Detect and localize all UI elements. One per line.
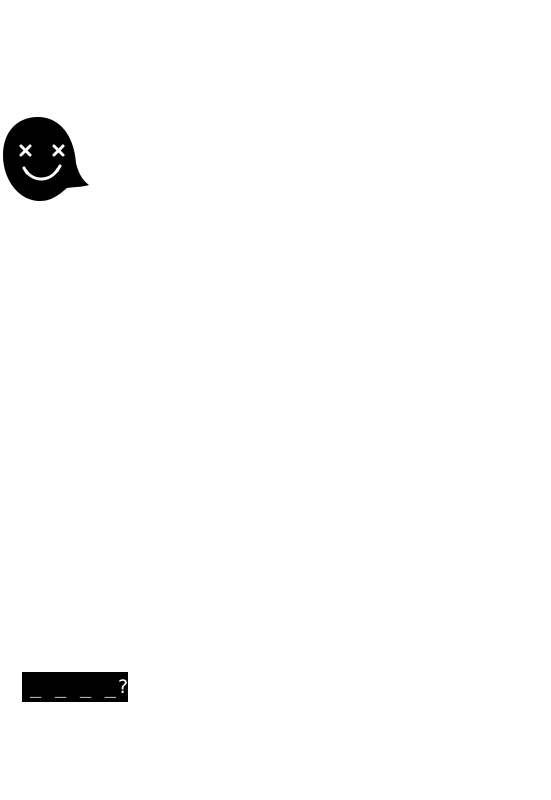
blank-badge-text: _ _ _ _?: [30, 676, 130, 698]
dizzy-smiley-ghost-icon: [0, 113, 92, 205]
blank-badge: _ _ _ _?: [22, 672, 130, 702]
